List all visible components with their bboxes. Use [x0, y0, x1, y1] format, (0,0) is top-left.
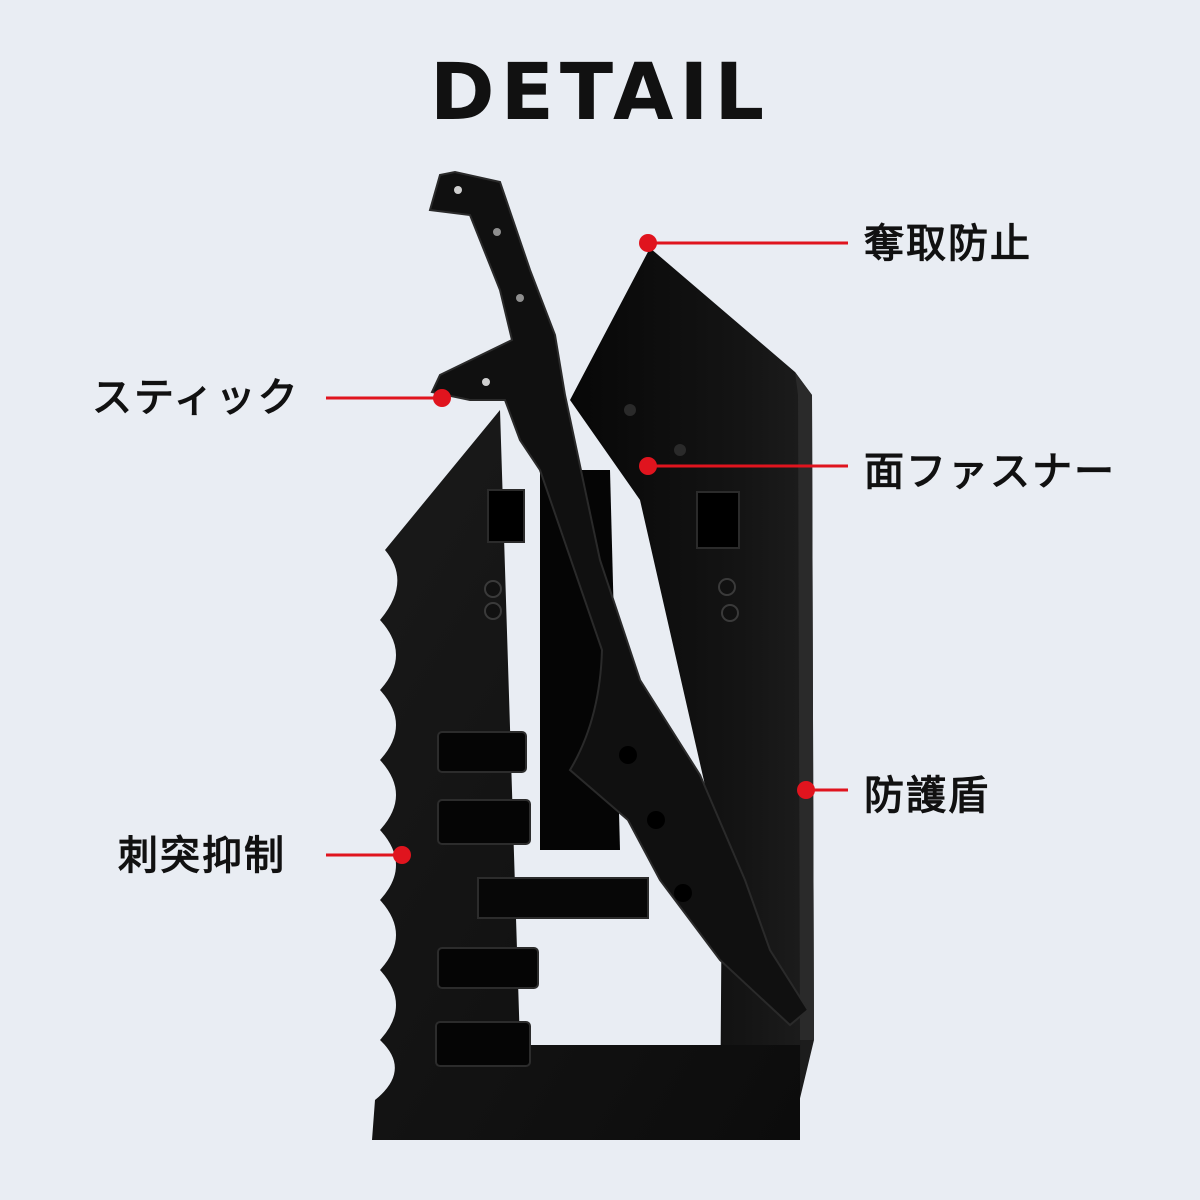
callout-stick: スティック: [92, 375, 300, 421]
velcro-patch-left: [487, 489, 525, 543]
velcro-patch-right: [696, 491, 740, 549]
callout-stab-suppression: 刺突抑制: [118, 833, 286, 879]
bolt: [624, 404, 636, 416]
bolt: [718, 578, 736, 596]
callout-protective-shield: 防護盾: [864, 773, 990, 819]
bolt: [721, 604, 739, 622]
stick-hole: [674, 884, 692, 902]
stick-hole: [619, 746, 637, 764]
stick-hole: [516, 294, 524, 302]
stick-hole: [647, 811, 665, 829]
stick-hole: [454, 186, 462, 194]
hand-straps: [435, 731, 649, 1067]
callout-lines: [326, 234, 848, 864]
stick: [428, 170, 810, 1027]
bolt: [484, 580, 502, 598]
page-title: DETAIL: [429, 48, 771, 138]
callout-anti-grab: 奪取防止: [864, 221, 1032, 267]
bolt: [484, 602, 502, 620]
shield-edge-bevel: [795, 372, 814, 1040]
stick-hole: [482, 378, 490, 386]
callout-velcro: 面ファスナー: [864, 449, 1116, 495]
bolt: [674, 444, 686, 456]
stick-hole: [493, 228, 501, 236]
